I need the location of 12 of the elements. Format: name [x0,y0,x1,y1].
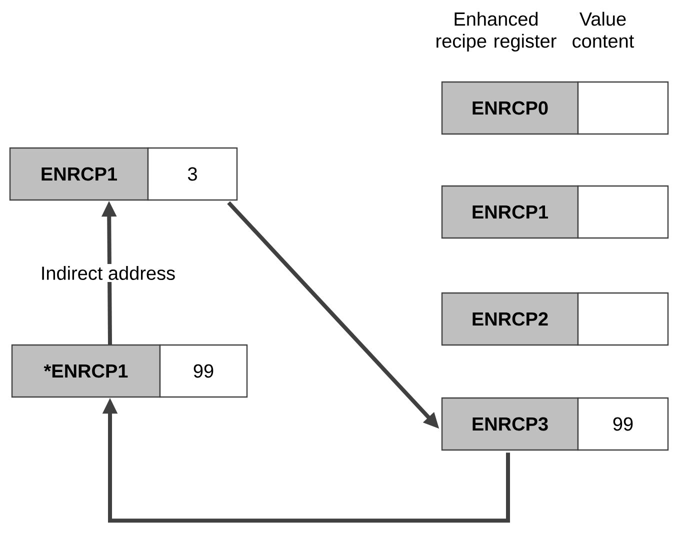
value-box: 3 [147,147,238,201]
value-box: 99 [159,344,248,398]
column-header: Enhanced recipe register [436,12,556,52]
register-box: *ENRCP1 [11,344,161,398]
value-box: 99 [577,397,669,451]
column-header: Value content [572,12,634,48]
edge-label: Indirect address [38,264,178,282]
register-box: ENRCP0 [441,81,579,135]
register-box: ENRCP3 [441,397,579,451]
register-box: ENRCP1 [9,147,149,201]
register-box: ENRCP2 [441,292,579,346]
register-box: ENRCP1 [441,185,579,239]
